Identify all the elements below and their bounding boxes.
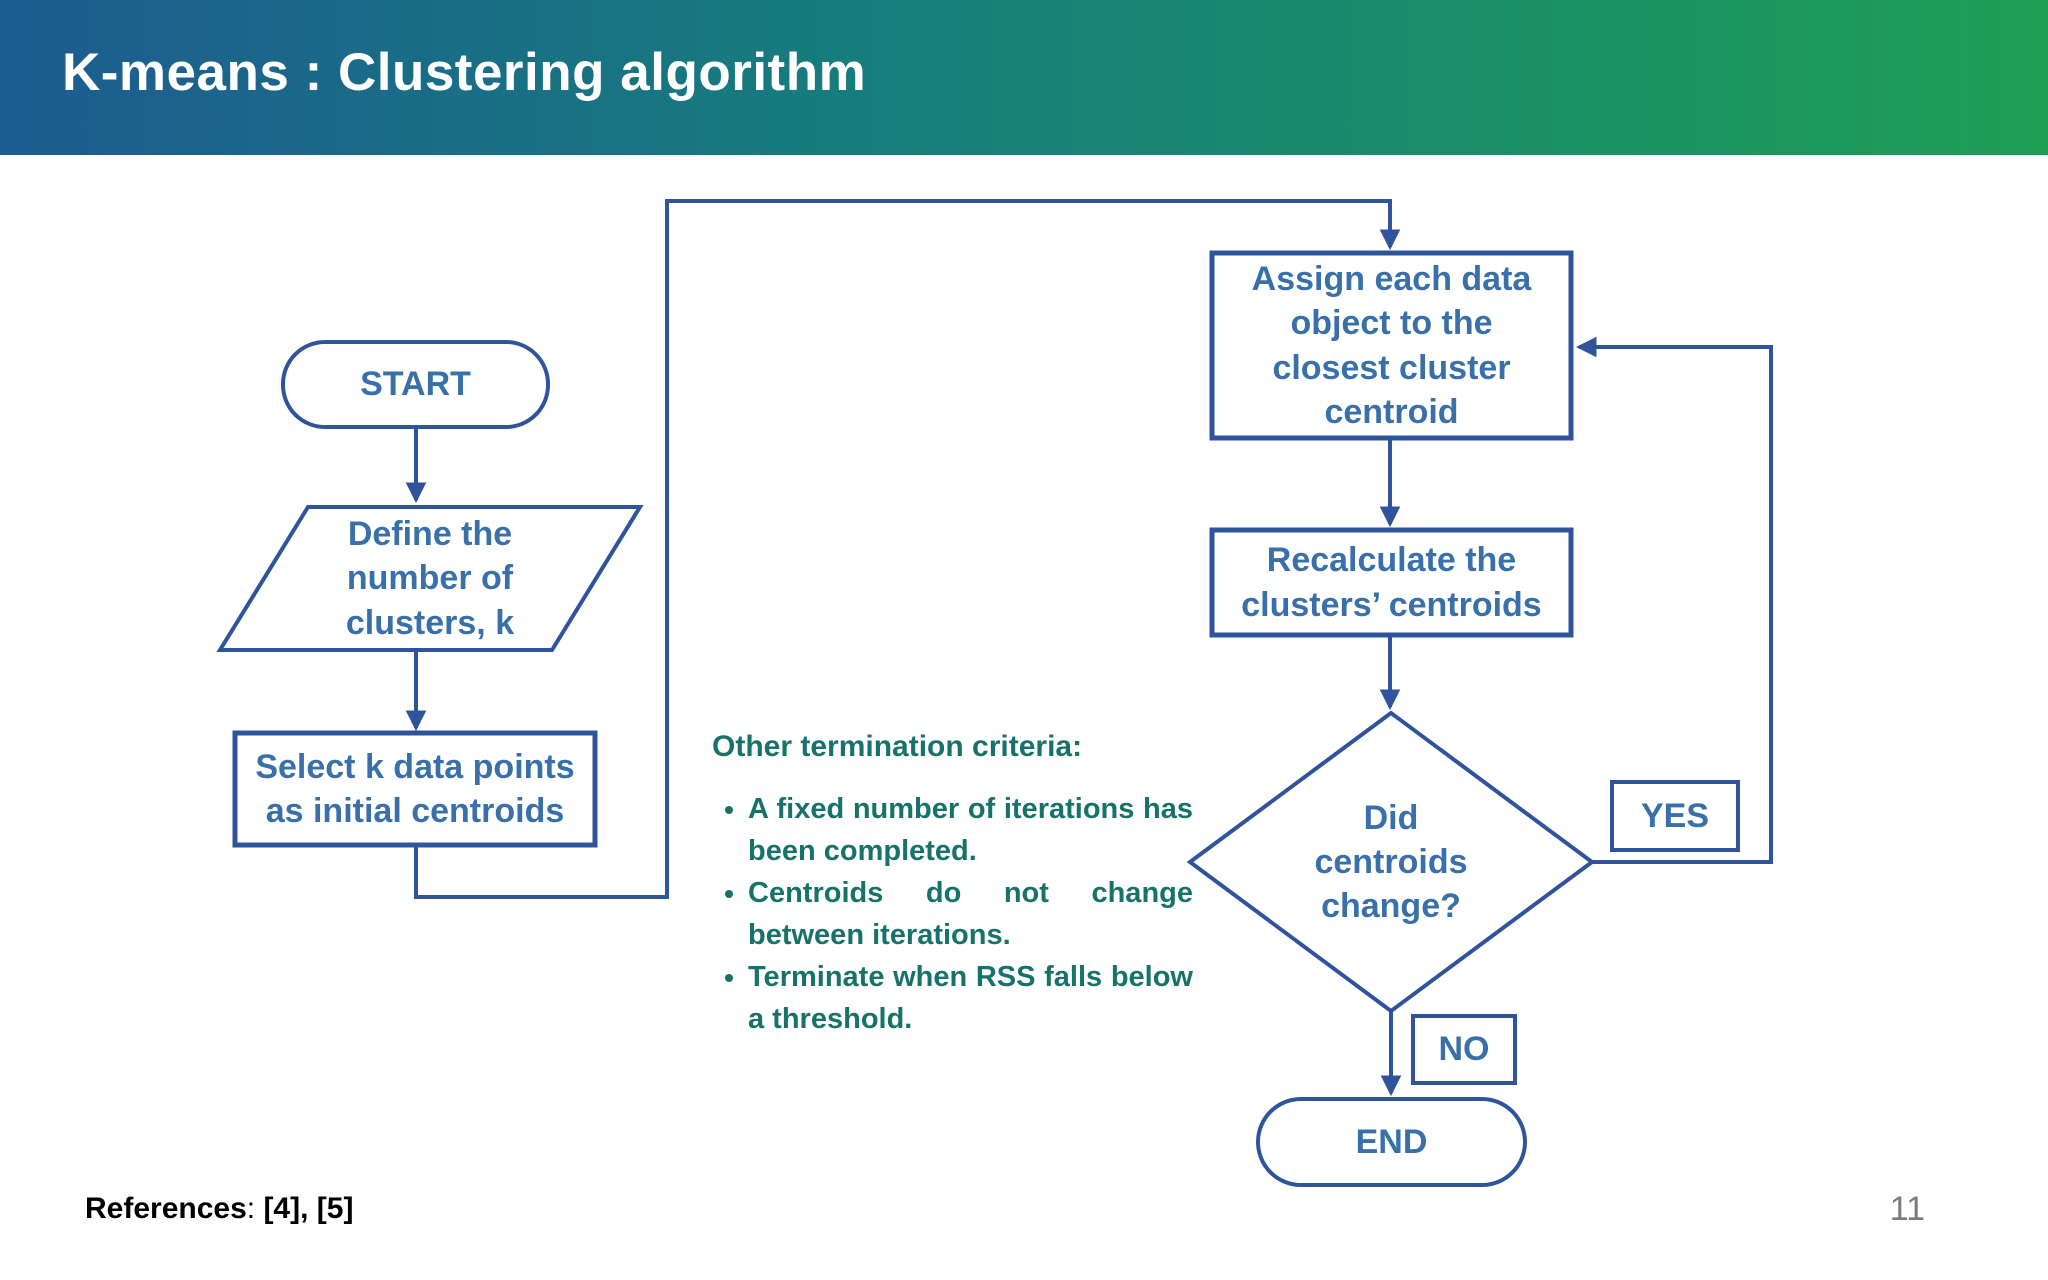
references-separator: : xyxy=(246,1192,264,1225)
select-node-shape xyxy=(232,730,598,848)
no-label-shape xyxy=(1411,1014,1517,1085)
yes-label-shape xyxy=(1610,780,1740,852)
assign-node-label: Assign each data object to the closest c… xyxy=(1251,260,1532,431)
recalculate-node-shape xyxy=(1209,527,1574,638)
criteria-list: A fixed number of iterations has been co… xyxy=(712,788,1193,1040)
assign-node-shape xyxy=(1209,250,1574,441)
define-node-label: Define the number of clusters, k xyxy=(345,515,515,642)
start-node-shape xyxy=(281,340,550,429)
end-node-shape xyxy=(1256,1097,1527,1187)
feedback-loop-yes-to-assign xyxy=(1575,336,1773,864)
references-value: [4], [5] xyxy=(263,1192,354,1225)
criteria-item: Centroids do not change between iteratio… xyxy=(748,872,1193,956)
page-title: K-means : Clustering algorithm xyxy=(62,43,867,102)
decision-node-shape xyxy=(1186,710,1596,1014)
yes-label: YES xyxy=(1640,796,1710,835)
start-node-label: START xyxy=(360,365,471,404)
references-label: References xyxy=(85,1192,247,1225)
select-node-label: Select k data points as initial centroid… xyxy=(255,747,575,830)
criteria-item: A fixed number of iterations has been co… xyxy=(748,788,1193,872)
references: References: [4], [5] xyxy=(85,1192,353,1226)
no-label: NO xyxy=(1438,1030,1490,1069)
recalculate-node-label: Recalculate the clusters’ centroids xyxy=(1241,541,1542,624)
criteria-item: Terminate when RSS falls below a thresho… xyxy=(748,956,1193,1040)
header-bar: K-means : Clustering algorithm xyxy=(0,0,2048,155)
define-node-shape xyxy=(216,505,644,652)
criteria-heading: Other termination criteria: xyxy=(712,730,1083,763)
end-node-label: END xyxy=(1355,1122,1428,1161)
page-number: 11 xyxy=(1889,1190,1925,1228)
termination-criteria: Other termination criteria: A fixed numb… xyxy=(712,726,1209,1040)
decision-node-label: Did centroids change? xyxy=(1314,798,1468,926)
connector-select-to-assign xyxy=(414,199,1401,899)
